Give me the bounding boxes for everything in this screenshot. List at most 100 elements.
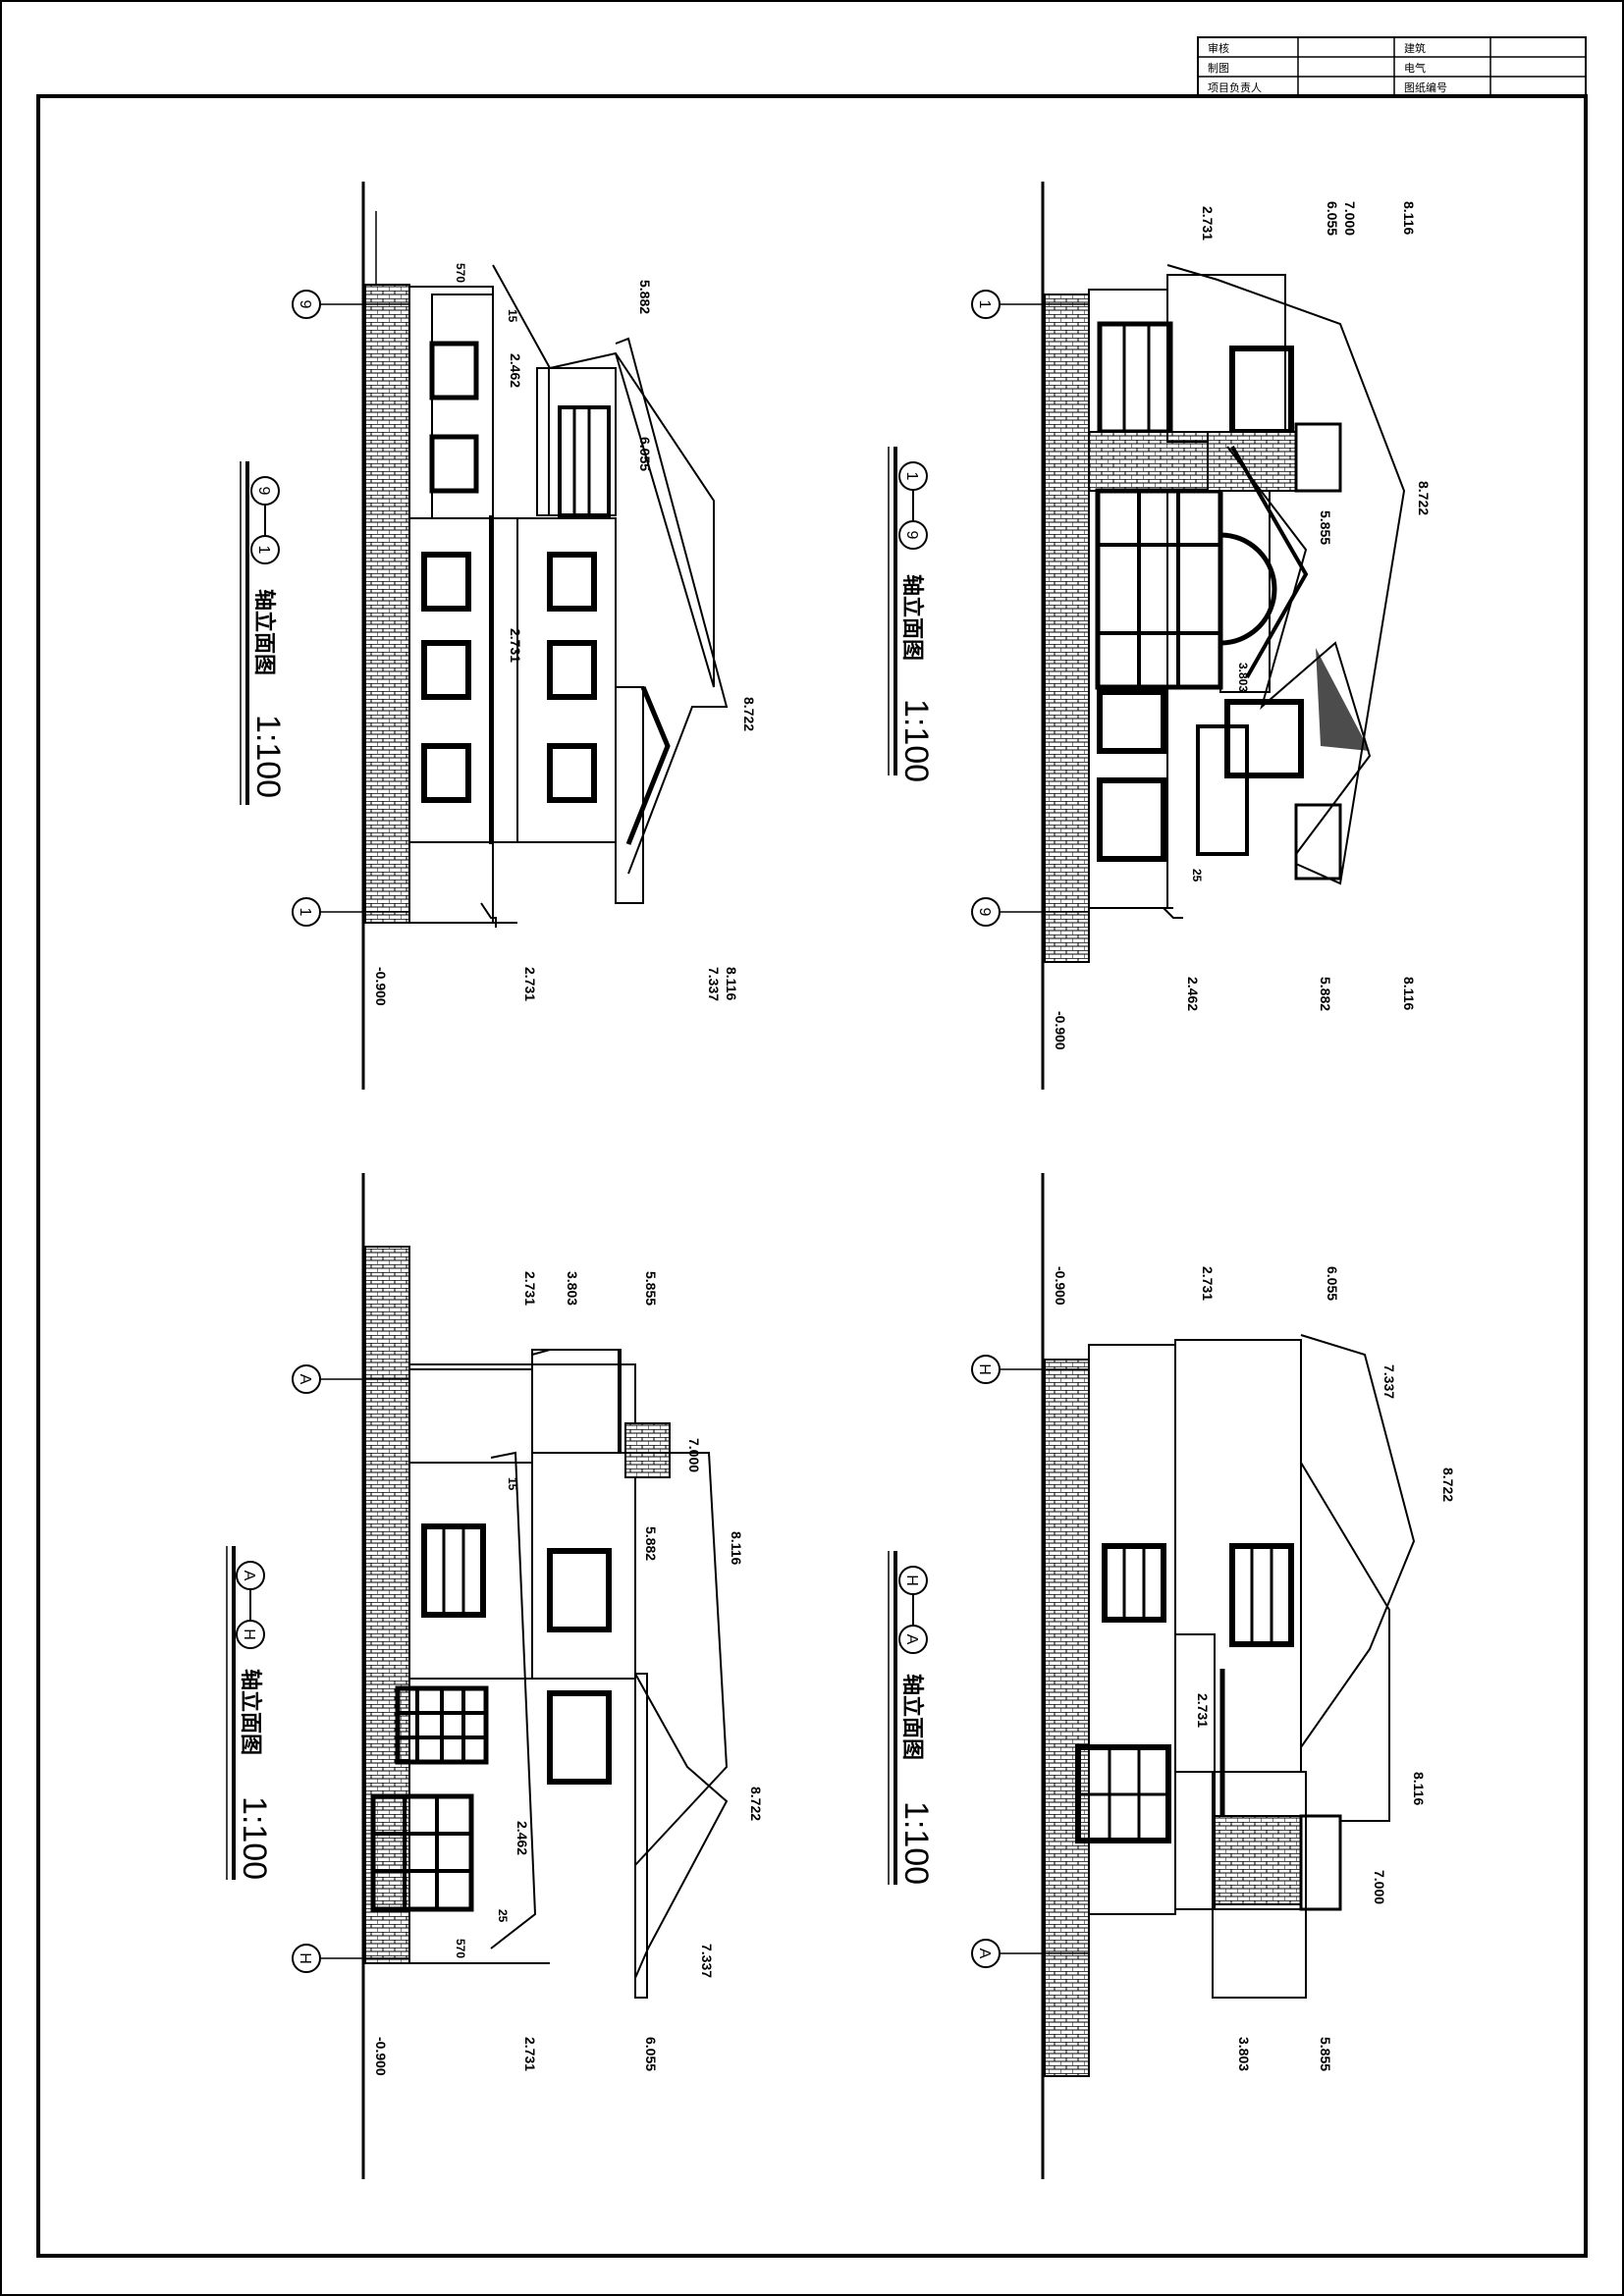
title-axis-from: H <box>903 1575 920 1586</box>
dimension-text: 570 <box>454 1939 467 1958</box>
elevation-mark: 7.000 <box>1372 1870 1387 1904</box>
title-block: 审核 建筑 制图 电气 项目负责人 图纸编号 <box>1197 36 1587 97</box>
roof-tiles <box>1044 1359 1090 2077</box>
window <box>547 743 597 803</box>
window <box>547 552 597 612</box>
elevation-mark: 2.731 <box>1195 1693 1211 1728</box>
title-cell: 建筑 <box>1404 41 1426 55</box>
view-title: 轴立面图 <box>251 589 277 675</box>
arched-window <box>1095 488 1223 690</box>
elevation-mark: 5.855 <box>1318 510 1333 545</box>
elevation-mark: 8.722 <box>741 697 757 731</box>
roof-outline <box>1300 1334 1416 1748</box>
axis-label: 9 <box>976 908 993 917</box>
inner-frame <box>36 94 1588 2258</box>
title-axis-from: A <box>241 1571 257 1581</box>
title-cell: 电气 <box>1404 61 1426 75</box>
axis-label: H <box>976 1363 993 1375</box>
elevation-mark: -0.900 <box>1053 1266 1068 1306</box>
elevation-mark: 2.462 <box>514 1821 530 1855</box>
elevation-mark: 8.116 <box>729 1531 744 1565</box>
dimension-text: 25 <box>1190 869 1204 882</box>
axis-label: A <box>976 1949 993 1959</box>
window <box>547 1548 612 1632</box>
title-cell: 项目负责人 <box>1208 80 1262 94</box>
elevation-mark: 2.731 <box>522 967 538 1001</box>
elevation-mark: 2.731 <box>1200 206 1216 240</box>
title-cell: 图纸编号 <box>1404 80 1447 94</box>
window <box>547 1690 612 1785</box>
window <box>1229 346 1294 435</box>
axis-label: H <box>297 1952 313 1964</box>
elevation-mark: 7.337 <box>706 967 722 1001</box>
title-axis-to: 1 <box>255 546 272 555</box>
elevation-mark: 8.722 <box>1440 1468 1456 1502</box>
roof-outline <box>1166 264 1406 885</box>
dimension-text: 25 <box>496 1909 510 1923</box>
elevation-mark: 7.337 <box>1381 1364 1397 1399</box>
title-axis-A <box>898 1625 928 1654</box>
view-title: 轴立面图 <box>899 1674 925 1760</box>
axis-label: 9 <box>297 300 313 309</box>
title-axis-to: H <box>241 1629 257 1640</box>
window <box>421 1523 486 1618</box>
view-scale: 1:100 <box>236 1796 273 1880</box>
title-axis-H <box>236 1620 265 1649</box>
balcony-rail <box>1196 724 1249 856</box>
title-cell: 审核 <box>1208 41 1229 55</box>
elevation-view-1-9: 1 9 2.731 6.055 7.000 8.116 8.722 5.855 … <box>888 182 1432 1090</box>
elevation-mark: 7.337 <box>699 1944 715 1978</box>
gable-hatch <box>1316 648 1370 751</box>
axis-label: A <box>297 1374 313 1385</box>
title-cell: 制图 <box>1208 62 1229 75</box>
title-axis-from: 9 <box>255 487 272 496</box>
elevation-mark: -0.900 <box>373 2037 389 2076</box>
window <box>429 341 479 400</box>
axis-label: 1 <box>297 908 313 917</box>
elevation-mark: 6.055 <box>1325 201 1340 236</box>
view-scale: 1:100 <box>897 699 935 782</box>
view-scale: 1:100 <box>249 715 287 798</box>
window <box>1229 1543 1294 1647</box>
elevation-mark: 2.462 <box>508 353 523 388</box>
elevation-mark: 8.116 <box>1401 201 1417 235</box>
view-title: 轴立面图 <box>238 1669 263 1755</box>
window <box>1097 321 1173 435</box>
elevation-mark: 6.055 <box>643 2037 659 2071</box>
roof-outline <box>531 1349 729 1866</box>
window <box>421 552 471 612</box>
elevation-mark: 2.731 <box>522 2037 538 2071</box>
window <box>421 743 471 803</box>
window <box>421 640 471 700</box>
title-axis-9 <box>898 520 928 550</box>
elevation-mark: 2.462 <box>1185 977 1201 1011</box>
dimension-text: 15 <box>506 1477 519 1491</box>
elevation-view-H-A: H A -0.900 2.731 6.055 7.337 8.722 8.116… <box>888 1173 1456 2179</box>
roof-tiles <box>364 284 410 924</box>
elevation-mark: 7.000 <box>686 1438 702 1472</box>
elevation-mark: 8.722 <box>1416 481 1432 515</box>
title-axis-to: 9 <box>903 531 920 540</box>
elevation-mark: -0.900 <box>1053 1011 1068 1050</box>
elevation-mark: 8.116 <box>724 967 739 1000</box>
elevation-mark: 8.722 <box>748 1787 764 1821</box>
elevation-mark: 2.731 <box>522 1271 538 1306</box>
elevation-mark: 7.000 <box>1342 201 1358 236</box>
roof-tiles <box>1044 294 1090 963</box>
elevation-mark: 5.855 <box>1318 2037 1333 2071</box>
chimney <box>1299 1814 1342 1911</box>
elevation-mark: 6.055 <box>637 437 653 471</box>
elevation-mark: 2.731 <box>508 628 523 663</box>
balcony-rail <box>558 405 611 517</box>
view-scale: 1:100 <box>897 1801 935 1885</box>
elevation-mark: 5.882 <box>637 280 653 314</box>
door-grid <box>370 1793 474 1912</box>
title-axis-from: 1 <box>903 472 920 481</box>
elevation-mark: 8.116 <box>1401 977 1417 1010</box>
dimension-text: 570 <box>454 263 467 283</box>
view-title: 轴立面图 <box>899 574 925 661</box>
elevation-mark: 3.803 <box>565 1271 580 1306</box>
title-axis-1 <box>250 535 280 564</box>
elevation-mark: 5.882 <box>1318 977 1333 1011</box>
